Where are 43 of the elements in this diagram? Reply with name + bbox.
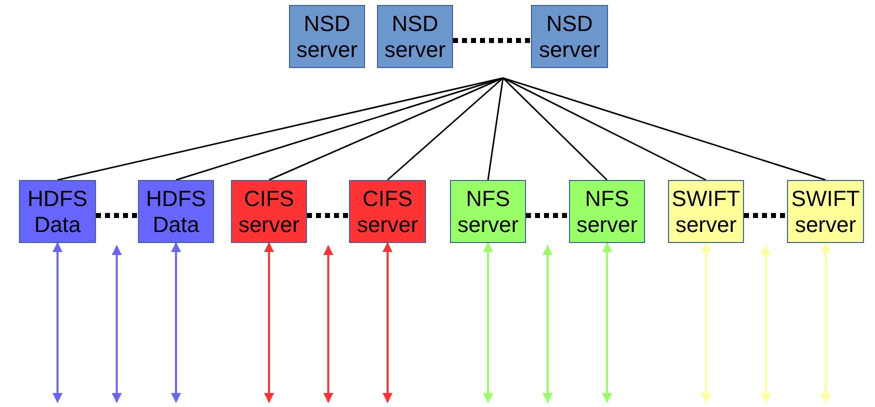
- double-arrow: [264, 242, 274, 403]
- node-label: NSD server: [538, 10, 602, 62]
- node-label: NFS server: [575, 186, 639, 238]
- server-box: [19, 180, 96, 243]
- dotted-connector: [744, 213, 787, 218]
- double-arrow: [52, 242, 62, 403]
- node-label: HDFS Data: [145, 186, 207, 238]
- server-box: [289, 5, 365, 68]
- dotted-connector: [526, 213, 569, 218]
- server-box: [787, 180, 864, 243]
- double-arrow: [701, 242, 711, 403]
- connector-line: [487, 78, 504, 180]
- dotted-connector: [96, 213, 138, 218]
- double-arrow: [483, 242, 493, 403]
- double-arrow: [820, 242, 830, 403]
- connector-line: [502, 77, 608, 181]
- connector-line: [502, 77, 826, 181]
- server-box: [377, 5, 453, 68]
- node-label: NSD server: [295, 10, 359, 62]
- connector-line: [268, 77, 504, 181]
- node-label: SWIFT server: [790, 186, 861, 238]
- connector-line: [387, 77, 504, 181]
- server-box: [531, 5, 608, 68]
- node-label: SWIFT server: [670, 186, 742, 238]
- server-box: [450, 180, 526, 243]
- connector-line: [176, 77, 504, 181]
- dotted-connector: [453, 38, 531, 43]
- node-label: HDFS Data: [26, 186, 88, 238]
- server-box: [138, 180, 214, 243]
- double-arrow: [602, 242, 612, 403]
- double-arrow: [171, 242, 181, 403]
- dotted-connector: [307, 213, 349, 218]
- double-arrow: [382, 242, 392, 403]
- server-box: [668, 180, 744, 243]
- node-label: CIFS server: [237, 186, 301, 238]
- node-label: NFS server: [456, 186, 520, 238]
- server-box: [569, 180, 645, 243]
- node-label: NSD server: [383, 10, 447, 62]
- server-box: [231, 180, 307, 243]
- server-box: [349, 180, 426, 243]
- node-label: CIFS server: [356, 186, 420, 238]
- connector-line: [502, 77, 706, 181]
- connector-line: [57, 77, 504, 181]
